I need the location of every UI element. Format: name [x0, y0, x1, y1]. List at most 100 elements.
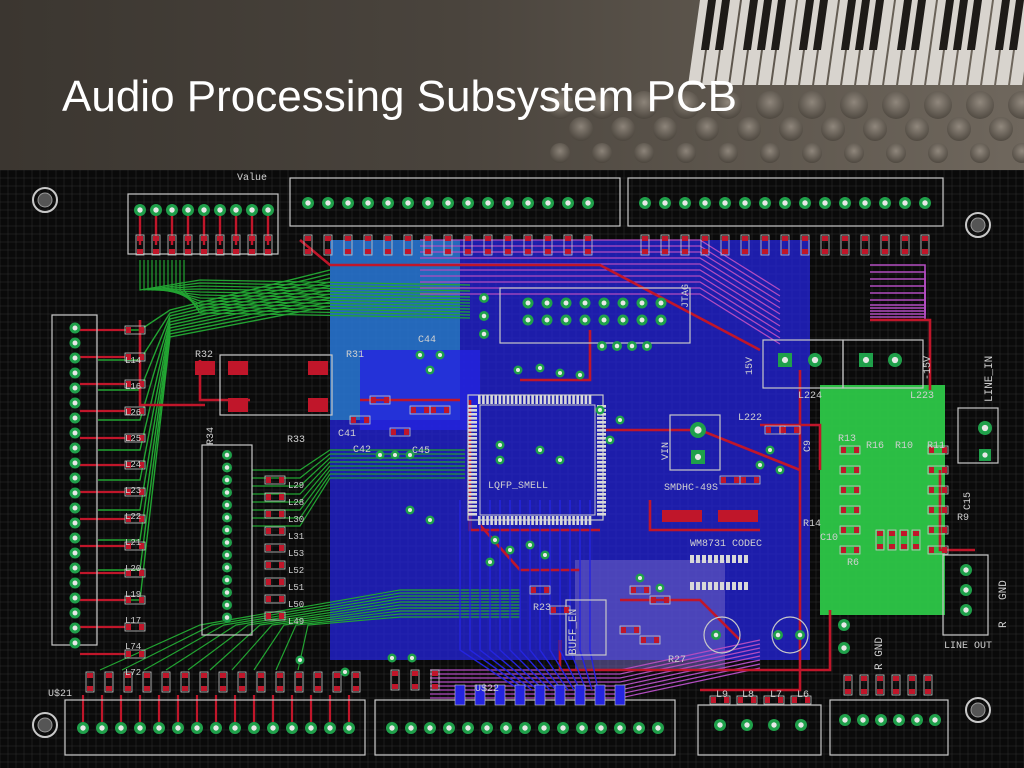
- resistor-bottom-mid: [410, 669, 420, 691]
- pad: [541, 314, 553, 326]
- resistor-left: [124, 433, 146, 443]
- pad: [597, 341, 607, 351]
- resistor-left: [124, 460, 146, 470]
- pad: [69, 547, 81, 559]
- pad: [222, 475, 232, 485]
- pad: [172, 722, 184, 734]
- label-c10: C10: [820, 533, 838, 544]
- resistor-mid: [264, 577, 286, 587]
- pad: [557, 722, 569, 734]
- pad: [69, 607, 81, 619]
- resistor-right: [839, 505, 861, 515]
- pad: [69, 427, 81, 439]
- pad: [617, 297, 629, 309]
- pad: [479, 311, 489, 321]
- mid-column-label: L50: [288, 600, 304, 610]
- capacitor-electrolytic: [771, 616, 809, 654]
- resistor-bottom: [85, 671, 95, 693]
- pad: [765, 445, 775, 455]
- pad: [482, 197, 494, 209]
- qfp-processor-chip: [468, 395, 606, 525]
- ground-pour-right: [820, 385, 945, 615]
- pad: [614, 722, 626, 734]
- pad: [490, 535, 500, 545]
- pad: [166, 204, 178, 216]
- resistor-top: [543, 234, 553, 256]
- pad: [286, 722, 298, 734]
- resistor-top-right: [920, 234, 930, 256]
- pad: [405, 450, 415, 460]
- pad: [69, 442, 81, 454]
- pad: [560, 314, 572, 326]
- label-r10: R10: [895, 441, 913, 452]
- left-column-label: L24: [125, 460, 141, 470]
- resistor-top: [563, 234, 573, 256]
- resistor-top-right: [900, 234, 910, 256]
- pad: [595, 405, 605, 415]
- pad-square: [979, 449, 991, 461]
- pad: [542, 197, 554, 209]
- mid-column-label: L49: [288, 617, 304, 627]
- pad: [582, 197, 594, 209]
- pad: [425, 365, 435, 375]
- resistor-bottom: [218, 671, 228, 693]
- pad: [435, 350, 445, 360]
- resistor-top: [443, 234, 453, 256]
- smd-part: [619, 625, 641, 635]
- pad: [77, 722, 89, 734]
- pad: [808, 353, 822, 367]
- resistor-top-right: [820, 234, 830, 256]
- pad: [655, 297, 667, 309]
- pad: [522, 197, 534, 209]
- pad: [402, 197, 414, 209]
- label-l7: L7: [770, 690, 782, 701]
- pad: [222, 487, 232, 498]
- label-r9: R9: [957, 513, 969, 524]
- pad: [857, 714, 869, 726]
- resistor-mid: [264, 509, 286, 519]
- resistor-top: [523, 234, 533, 256]
- pad: [69, 382, 81, 394]
- resistor-left: [124, 541, 146, 551]
- pad: [222, 525, 232, 535]
- resistor-right: [839, 445, 861, 455]
- resistor-top: [483, 234, 493, 256]
- resistor-left: [124, 595, 146, 605]
- smd-part: [629, 585, 651, 595]
- resistor-mid: [264, 475, 286, 485]
- smd-part: [779, 425, 801, 435]
- pad: [899, 197, 911, 209]
- resistor-bottom: [180, 671, 190, 693]
- pad: [69, 592, 81, 604]
- mid-column-label: L31: [288, 532, 304, 542]
- label-r: R: [998, 621, 1010, 628]
- pad: [633, 722, 645, 734]
- pad: [153, 722, 165, 734]
- pad: [575, 370, 585, 380]
- pad: [636, 297, 648, 309]
- resistor-top-left: [183, 234, 193, 256]
- pad: [342, 197, 354, 209]
- resistor-bottom-far-right: [875, 674, 885, 696]
- pad: [679, 197, 691, 209]
- resistor-right-small: [887, 529, 897, 551]
- pad: [96, 722, 108, 734]
- pad: [759, 197, 771, 209]
- pad: [222, 562, 232, 573]
- pad: [387, 653, 397, 663]
- smd-part: [389, 427, 411, 437]
- resistor-top-left: [263, 234, 273, 256]
- pad: [222, 450, 232, 460]
- pcb-layout: Value JTAG LQFP_SMELL WM8731 CODEC SMDHC…: [0, 169, 1024, 768]
- pad: [222, 500, 232, 510]
- pad: [191, 722, 203, 734]
- mid-column-label: L53: [288, 549, 304, 559]
- resistor-top-right: [760, 234, 770, 256]
- pad: [595, 722, 607, 734]
- pad: [919, 197, 931, 209]
- pad: [929, 714, 941, 726]
- pad: [69, 577, 81, 589]
- pad: [424, 722, 436, 734]
